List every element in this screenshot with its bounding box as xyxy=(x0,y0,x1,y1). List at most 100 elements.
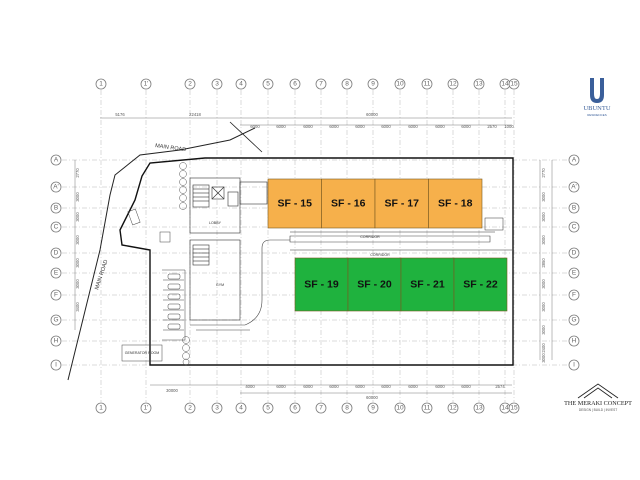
core-block: LOBBY GYM xyxy=(189,177,268,321)
unit-sf-row2-label: SF - 20 xyxy=(357,279,392,291)
grid-column-label: 8 xyxy=(345,405,349,412)
unit-sf-row1-label: SF - 16 xyxy=(331,198,366,210)
dim-bottom-span: 6000 xyxy=(381,384,391,389)
dim-right-span: 3000 xyxy=(541,192,546,202)
grid-column-label: 1 xyxy=(99,405,103,412)
dim-right-span: 3000 xyxy=(541,325,546,335)
grid-column-label: 4 xyxy=(239,405,243,412)
dim-bottom-span: 6000 xyxy=(303,384,313,389)
grid-row-bubble: E xyxy=(50,267,62,279)
unit-sf-row2 xyxy=(453,257,508,312)
grid-column-bubble: 5 xyxy=(262,402,274,414)
grid-row-bubble: H xyxy=(50,335,62,347)
grid-column-label: 13 xyxy=(475,81,483,88)
grid-column-label: 5 xyxy=(266,81,270,88)
grid-column-bubble: 10 xyxy=(394,402,406,414)
dim-bottom-span: 2574 xyxy=(495,384,505,389)
unit-sf-row2 xyxy=(347,257,402,312)
grid-row-bubble: D xyxy=(50,247,62,259)
grid-column-bubble: 2 xyxy=(184,78,196,90)
unit-sf-row2 xyxy=(294,257,349,312)
grid-column-bubble: 14 xyxy=(499,402,511,414)
grid-column-label: 5 xyxy=(266,405,270,412)
dim-bottom-span: 6000 xyxy=(329,384,339,389)
grid-row-label: G xyxy=(571,317,576,324)
grid-column-bubble: 6 xyxy=(289,402,301,414)
grid-row-bubble: B xyxy=(568,202,580,214)
dim-bottom-span: 6000 xyxy=(435,384,445,389)
unit-sf-row1-label: SF - 18 xyxy=(438,198,473,210)
dim-top-span: 6000 xyxy=(329,124,339,129)
corridors: CORRIDOR CORRIDOR xyxy=(290,217,512,257)
grid-row-bubble: A xyxy=(568,154,580,166)
grid-column-label: 9 xyxy=(371,81,375,88)
grid-column-label: 4 xyxy=(239,81,243,88)
unit-sf-row2-label: SF - 19 xyxy=(304,279,339,291)
dim-left-span: 2770 xyxy=(75,168,80,178)
unit-sf-row1 xyxy=(267,178,322,229)
main-road-top-label: MAIN ROAD xyxy=(155,143,187,153)
dim-right-span: 2770 xyxy=(541,168,546,178)
dim-right-span: 2850 xyxy=(541,258,546,268)
grid-row-label: D xyxy=(54,250,59,257)
dim-top-left-a: 5176 xyxy=(115,112,125,117)
unit-sf-row1 xyxy=(428,178,483,229)
dim-bottom-total: 60000 xyxy=(366,395,378,400)
grid-column-bubble: 1' xyxy=(140,78,152,90)
grid-column-bubble: 10 xyxy=(394,78,406,90)
dim-top-span: 6000 xyxy=(408,124,418,129)
dim-bottom-span: 4000 xyxy=(245,384,255,389)
lobby-label: LOBBY xyxy=(209,221,222,225)
grid-column-bubble: 9 xyxy=(367,78,379,90)
grid-row-label: D xyxy=(572,250,577,257)
grid-row-label: A xyxy=(572,157,577,164)
grid-row-bubble: A' xyxy=(50,181,62,193)
corridor-upper-label: CORRIDOR xyxy=(360,235,380,239)
grid-row-label: C xyxy=(572,224,577,231)
grid-column-bubble: 1' xyxy=(140,402,152,414)
grid-column-bubble: 1 xyxy=(95,78,107,90)
unit-sf-row1 xyxy=(374,178,429,229)
grid-column-label: 1 xyxy=(99,81,103,88)
grid-column-label: 2 xyxy=(188,81,192,88)
generator-room-label: GENERATOR ROOM xyxy=(125,351,160,355)
grid-column-label: 2 xyxy=(188,405,192,412)
dim-top-span: 6000 xyxy=(276,124,286,129)
dim-right-span: 3000 xyxy=(541,235,546,245)
dim-top-span: 6000 xyxy=(461,124,471,129)
unit-sf-row1-label: SF - 17 xyxy=(385,198,420,210)
walkways xyxy=(190,235,491,331)
grid-column-label: 6 xyxy=(293,81,297,88)
grid-column-label: 1' xyxy=(144,81,149,88)
roof-icon xyxy=(577,383,619,399)
grid-column-label: 8 xyxy=(345,81,349,88)
grid-column-bubble: 14 xyxy=(499,78,511,90)
grid-row-label: E xyxy=(54,270,59,277)
corridor-lower-label: CORRIDOR xyxy=(370,253,390,257)
ubuntu-logo: UBUNTU RESIDENCES xyxy=(583,78,611,117)
grid-column-bubble: 1 xyxy=(95,402,107,414)
grid-column-bubble: 15 xyxy=(508,78,520,90)
dim-right-span: 3000 xyxy=(541,212,546,222)
grid-column-label: 1' xyxy=(144,405,149,412)
grid-column-label: 13 xyxy=(475,405,483,412)
dim-bottom-span: 6000 xyxy=(276,384,286,389)
grid-row-label: I xyxy=(573,362,575,369)
dim-top-span: 6000 xyxy=(381,124,391,129)
grid-row-label: F xyxy=(54,292,58,299)
grid-column-label: 3 xyxy=(215,405,219,412)
grid-row-label: B xyxy=(54,205,58,212)
grid-row-bubble: C xyxy=(568,221,580,233)
grid-bubbles: 111'1'2233445566778899101011111212131314… xyxy=(50,78,580,414)
gym-label: GYM xyxy=(216,283,224,287)
grid-column-label: 7 xyxy=(319,81,323,88)
grid-column-bubble: 13 xyxy=(473,402,485,414)
grid-column-label: 11 xyxy=(424,81,431,88)
grid-row-bubble: I xyxy=(50,359,62,371)
grid-row-label: I xyxy=(55,362,57,369)
dim-left-span: 3000 xyxy=(75,212,80,222)
dim-bottom-span: 6000 xyxy=(355,384,365,389)
